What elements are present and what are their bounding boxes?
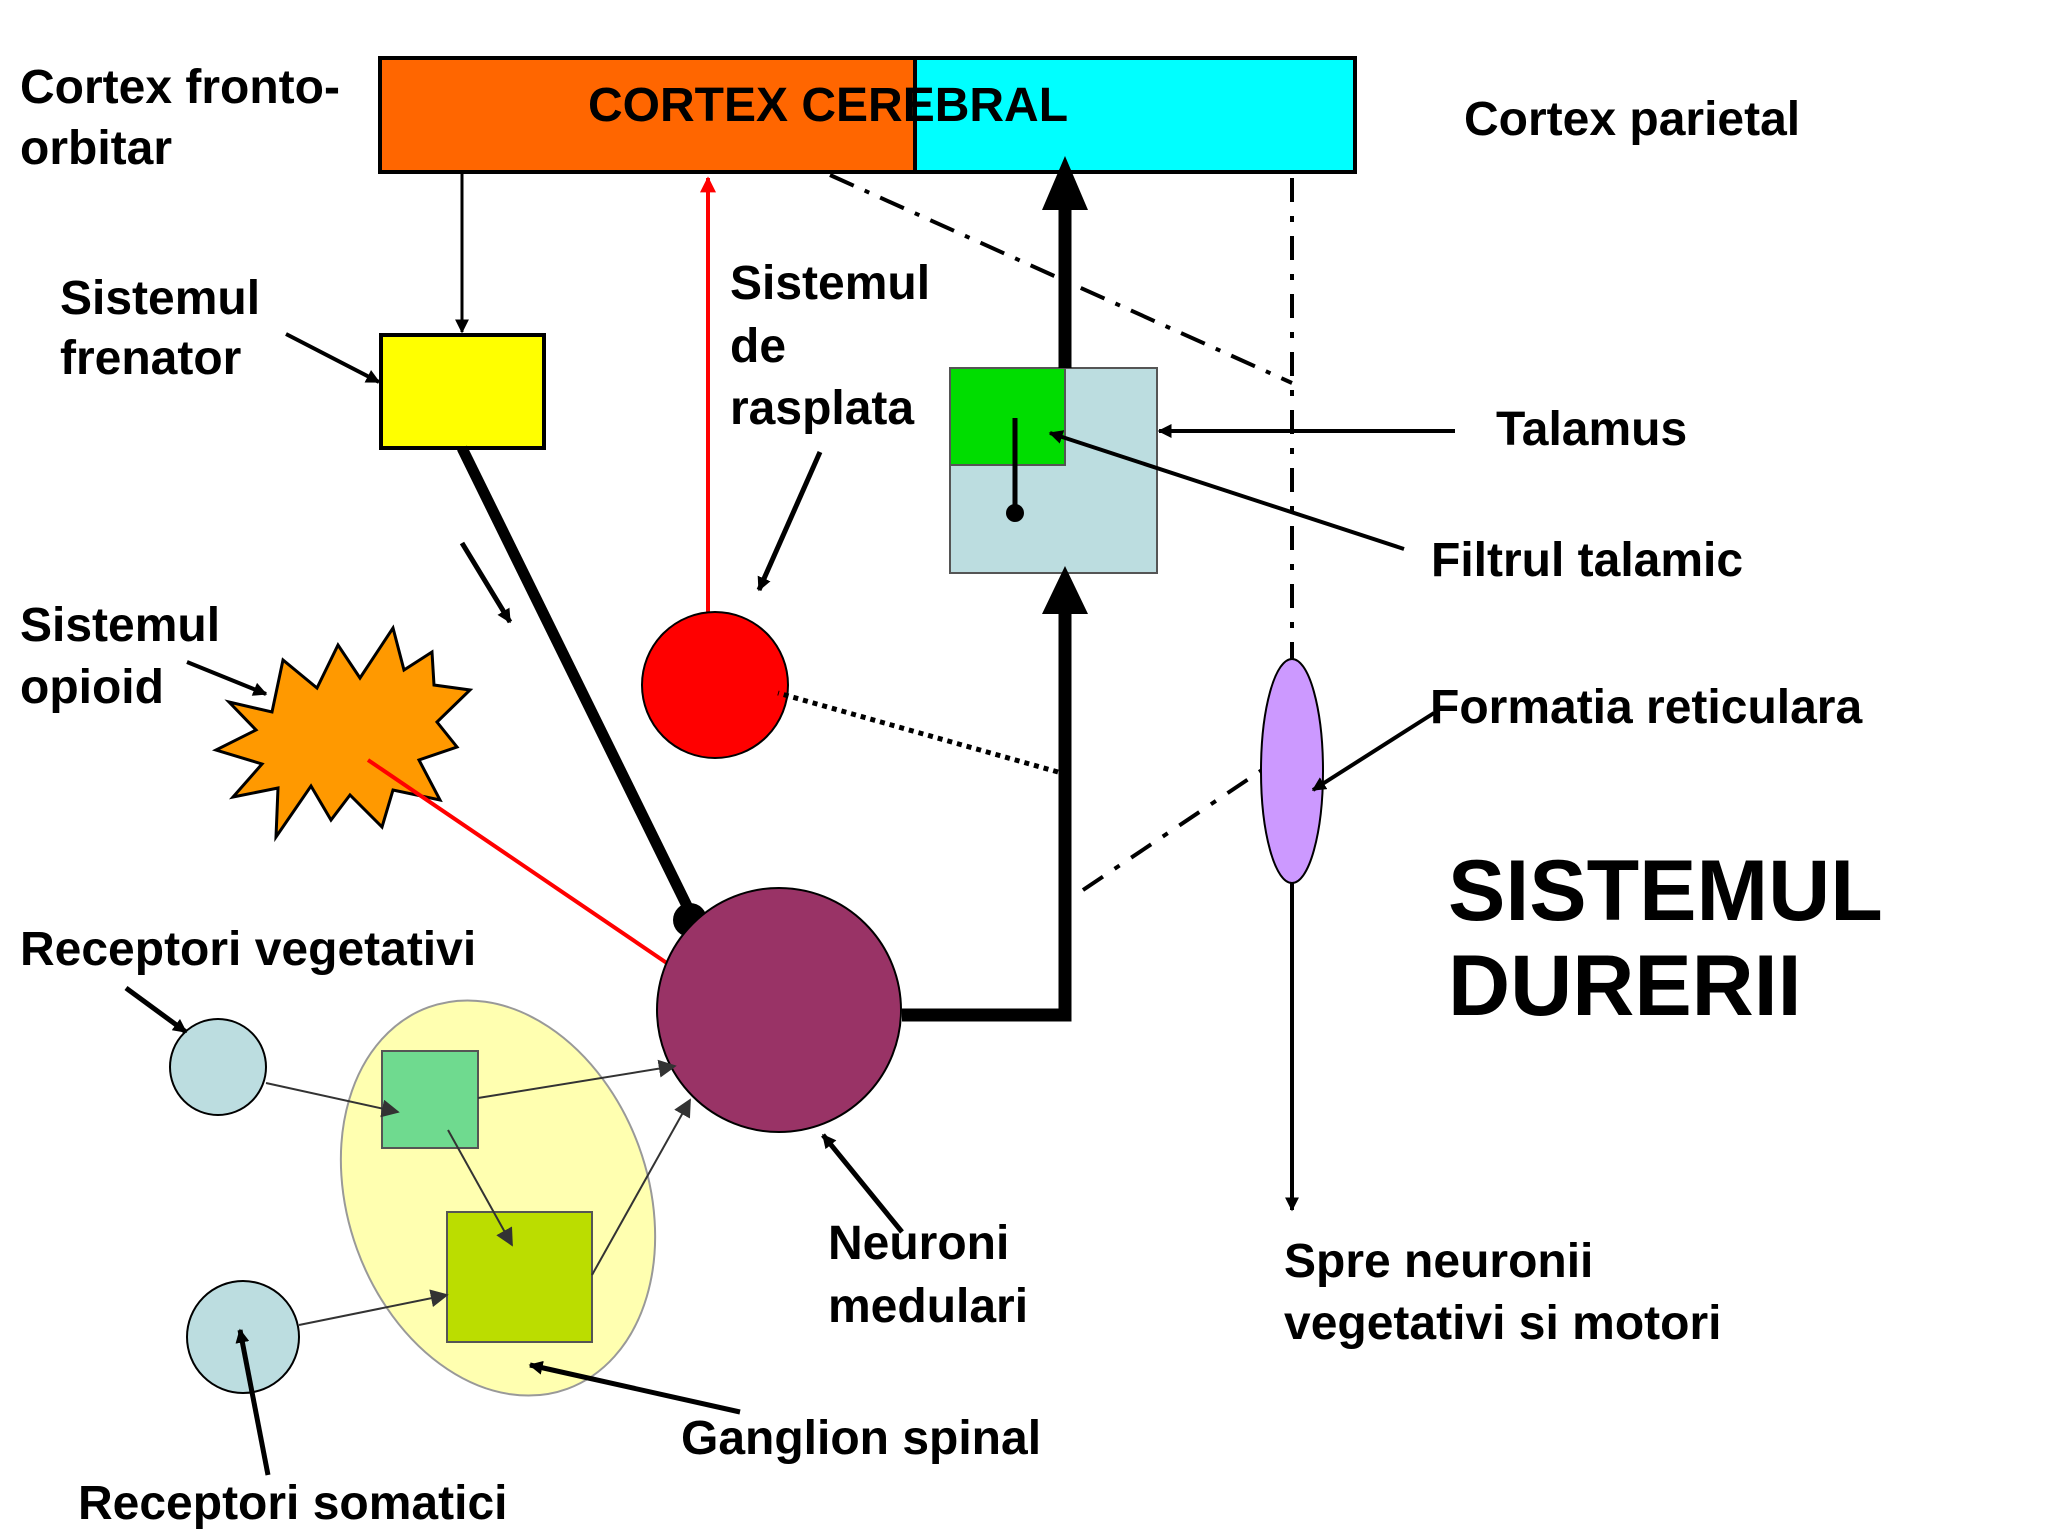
talamus-label: Talamus	[1496, 403, 1687, 456]
veg-ganglion-to-neuron	[477, 1059, 677, 1099]
sistemul-durerii-title-1: SISTEMUL	[1448, 843, 1883, 939]
filter-dot	[1006, 504, 1024, 522]
filtrul-talamic-label: Filtrul talamic	[1431, 534, 1743, 587]
ascending-spinothalamic-tract	[902, 614, 1072, 1022]
reticulara-label-arrow	[1311, 711, 1436, 792]
veg-ganglion-to-somatic-ganglion	[447, 1129, 513, 1247]
neuroni-medulari-arrow	[821, 1133, 904, 1234]
tract-to-reticular-dashdot	[1081, 768, 1264, 892]
sistemul-opioid-label-1: Sistemul	[20, 599, 220, 652]
sistemul-durerii-title-2: DURERII	[1448, 938, 1802, 1034]
opioid-label-arrow	[186, 660, 268, 696]
rasplata-label-arrow	[756, 450, 823, 592]
neuroni-medulari-label-1: Neuroni	[828, 1217, 1009, 1270]
cortex-fronto-orbitar-block	[378, 56, 917, 174]
receptori-somatici-arrow	[235, 1328, 271, 1476]
formatia-reticulara-ellipse	[1260, 658, 1324, 884]
sistemul-rasplata-label-2: de	[730, 320, 786, 373]
receptori-vegetativi-arrow	[124, 985, 188, 1035]
ganglion-somatic-box	[446, 1211, 593, 1343]
ganglion-spinal-ellipse	[339, 999, 657, 1397]
parietal-arrowhead	[1042, 156, 1088, 210]
talamus-arrowhead	[1042, 566, 1088, 614]
descending-inhibition-arrow	[459, 541, 513, 624]
frenator-box	[379, 333, 546, 450]
ganglion-spinal-arrow	[528, 1360, 741, 1415]
frenator-to-neuron-line	[457, 445, 695, 915]
sistemul-frenator-label-2: frenator	[60, 332, 241, 385]
filtru-label-arrow	[1048, 430, 1405, 551]
som-receptor-to-ganglion	[298, 1289, 449, 1326]
sistemul-rasplata-label-3: rasplata	[730, 382, 914, 435]
sistemul-rasplata-label-1: Sistemul	[730, 257, 930, 310]
cortex-fronto-orbitar-label-1: Cortex fronto-	[20, 61, 340, 114]
ganglion-spinal-label: Ganglion spinal	[681, 1412, 1041, 1465]
receptori-somatici-label: Receptori somatici	[78, 1477, 507, 1530]
neuroni-medulari-circle	[656, 887, 902, 1133]
ganglion-vegetative-box	[381, 1050, 479, 1149]
tract-to-rasplata-dotted	[777, 690, 1059, 775]
formatia-reticulara-label: Formatia reticulara	[1430, 681, 1862, 734]
veg-receptor-to-ganglion	[265, 1082, 400, 1118]
opioid-to-neuron-line	[366, 758, 682, 974]
cortex-parietal-label: Cortex parietal	[1464, 93, 1800, 146]
neuroni-medulari-label-2: medulari	[828, 1280, 1028, 1333]
receptor-vegetativ-circle	[169, 1018, 267, 1116]
frenator-label-arrow	[285, 332, 381, 384]
spre-neuronii-label-2: vegetativi si motori	[1284, 1297, 1721, 1350]
cortex-fronto-orbitar-label-2: orbitar	[20, 122, 172, 175]
spre-neuronii-label-1: Spre neuronii	[1284, 1235, 1593, 1288]
som-ganglion-to-neuron	[591, 1098, 691, 1276]
cortex-parietal-block	[913, 56, 1357, 174]
sistemul-frenator-label-1: Sistemul	[60, 272, 260, 325]
receptori-vegetativi-label: Receptori vegetativi	[20, 923, 476, 976]
cortex-cerebral-label: CORTEX CEREBRAL	[588, 79, 1068, 132]
filtrul-talamic-box	[949, 367, 1066, 466]
rasplata-circle	[641, 611, 789, 759]
sistemul-opioid-label-2: opioid	[20, 661, 164, 714]
